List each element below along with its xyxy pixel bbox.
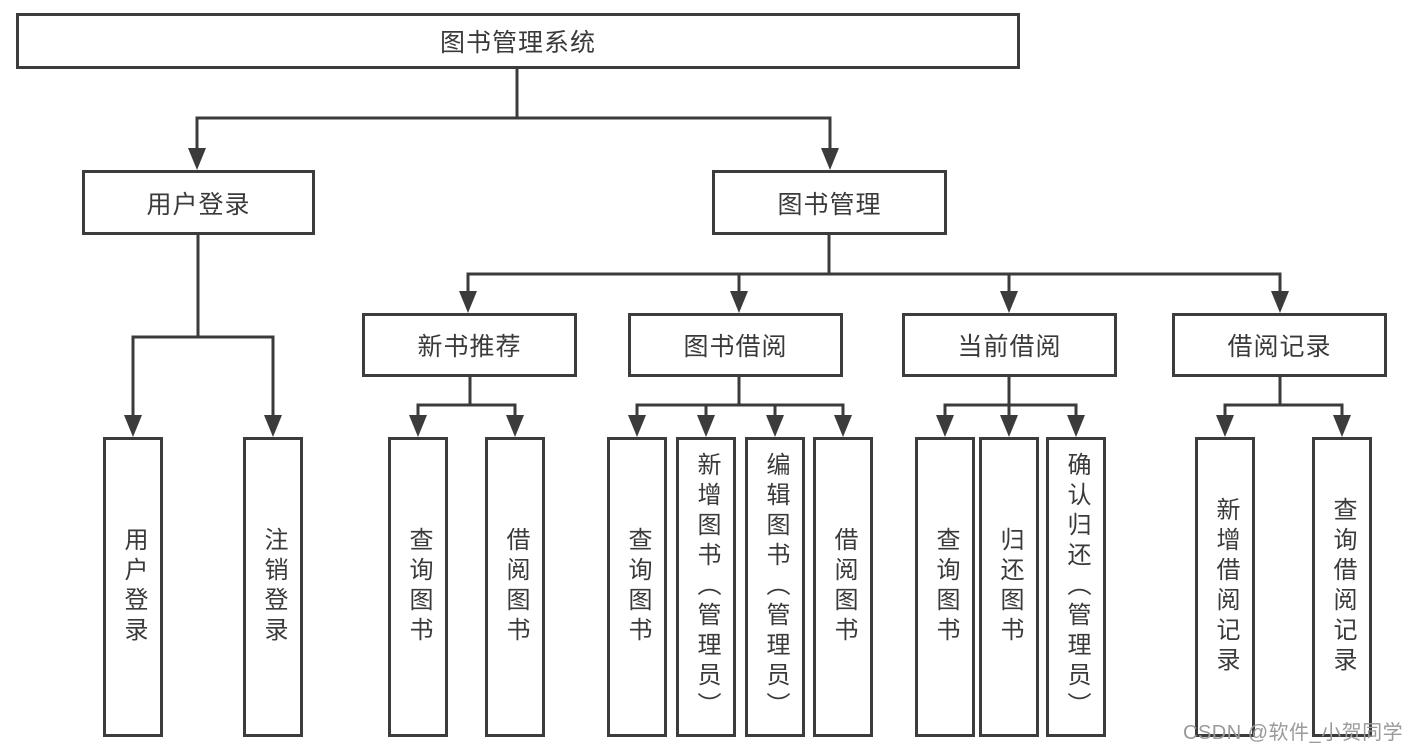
leaf-borrow-borrow-books: 借阅图书 — [813, 437, 873, 737]
connector-current — [943, 375, 1078, 421]
leaf-logout: 注销登录 — [243, 437, 303, 737]
node-borrow-records-label: 借阅记录 — [1227, 333, 1332, 361]
leaf-current-confirm-return-admin: 确认归还（管理员） — [1046, 437, 1106, 737]
node-user-login-label: 用户登录 — [146, 190, 251, 219]
leaf-current-return-books: 归还图书 — [979, 437, 1039, 737]
leaf-records-query-record-label: 查询借阅记录 — [1329, 497, 1356, 677]
leaf-current-query-books-label: 查询图书 — [932, 527, 959, 647]
node-current-borrow: 当前借阅 — [902, 313, 1117, 377]
leaf-recommend-query-books: 查询图书 — [388, 437, 448, 737]
node-root: 图书管理系统 — [16, 13, 1020, 69]
leaf-recommend-borrow-books: 借阅图书 — [485, 437, 545, 737]
leaf-borrow-edit-books-admin-label: 编辑图书（管理员） — [762, 452, 789, 722]
node-book-borrow-label: 图书借阅 — [683, 333, 788, 361]
node-root-label: 图书管理系统 — [439, 29, 596, 57]
leaf-current-return-books-label: 归还图书 — [996, 527, 1023, 647]
connector-recommend — [416, 375, 517, 421]
leaf-borrow-add-books-admin: 新增图书（管理员） — [676, 437, 736, 737]
node-new-book-recommend: 新书推荐 — [362, 313, 577, 377]
leaf-records-add-record-label: 新增借阅记录 — [1212, 497, 1239, 677]
leaf-recommend-borrow-books-label: 借阅图书 — [502, 527, 529, 647]
node-book-management-label: 图书管理 — [777, 190, 882, 219]
watermark: CSDN @软件_小贺同学 — [1183, 722, 1404, 744]
leaf-borrow-edit-books-admin: 编辑图书（管理员） — [745, 437, 805, 737]
leaf-borrow-add-books-admin-label: 新增图书（管理员） — [693, 452, 720, 722]
leaf-user-login: 用户登录 — [103, 437, 163, 737]
node-new-book-recommend-label: 新书推荐 — [417, 333, 522, 361]
leaf-records-add-record: 新增借阅记录 — [1195, 437, 1255, 737]
connector-records — [1223, 375, 1344, 421]
leaf-current-confirm-return-admin-label: 确认归还（管理员） — [1063, 452, 1090, 722]
leaf-current-query-books: 查询图书 — [915, 437, 975, 737]
node-current-borrow-label: 当前借阅 — [957, 333, 1062, 361]
leaf-recommend-query-books-label: 查询图书 — [405, 527, 432, 647]
node-book-borrow: 图书借阅 — [628, 313, 843, 377]
leaf-borrow-borrow-books-label: 借阅图书 — [830, 527, 857, 647]
connector-login — [131, 233, 275, 421]
leaf-user-login-label: 用户登录 — [120, 527, 147, 647]
node-book-management: 图书管理 — [712, 170, 947, 235]
node-user-login: 用户登录 — [82, 170, 315, 235]
leaf-logout-label: 注销登录 — [260, 527, 287, 647]
leaf-borrow-query-books-label: 查询图书 — [624, 527, 651, 647]
node-borrow-records: 借阅记录 — [1172, 313, 1387, 377]
connector-borrow — [635, 375, 845, 421]
leaf-records-query-record: 查询借阅记录 — [1312, 437, 1372, 737]
connector-root — [195, 67, 832, 154]
leaf-borrow-query-books: 查询图书 — [607, 437, 667, 737]
connector-management — [466, 233, 1282, 297]
